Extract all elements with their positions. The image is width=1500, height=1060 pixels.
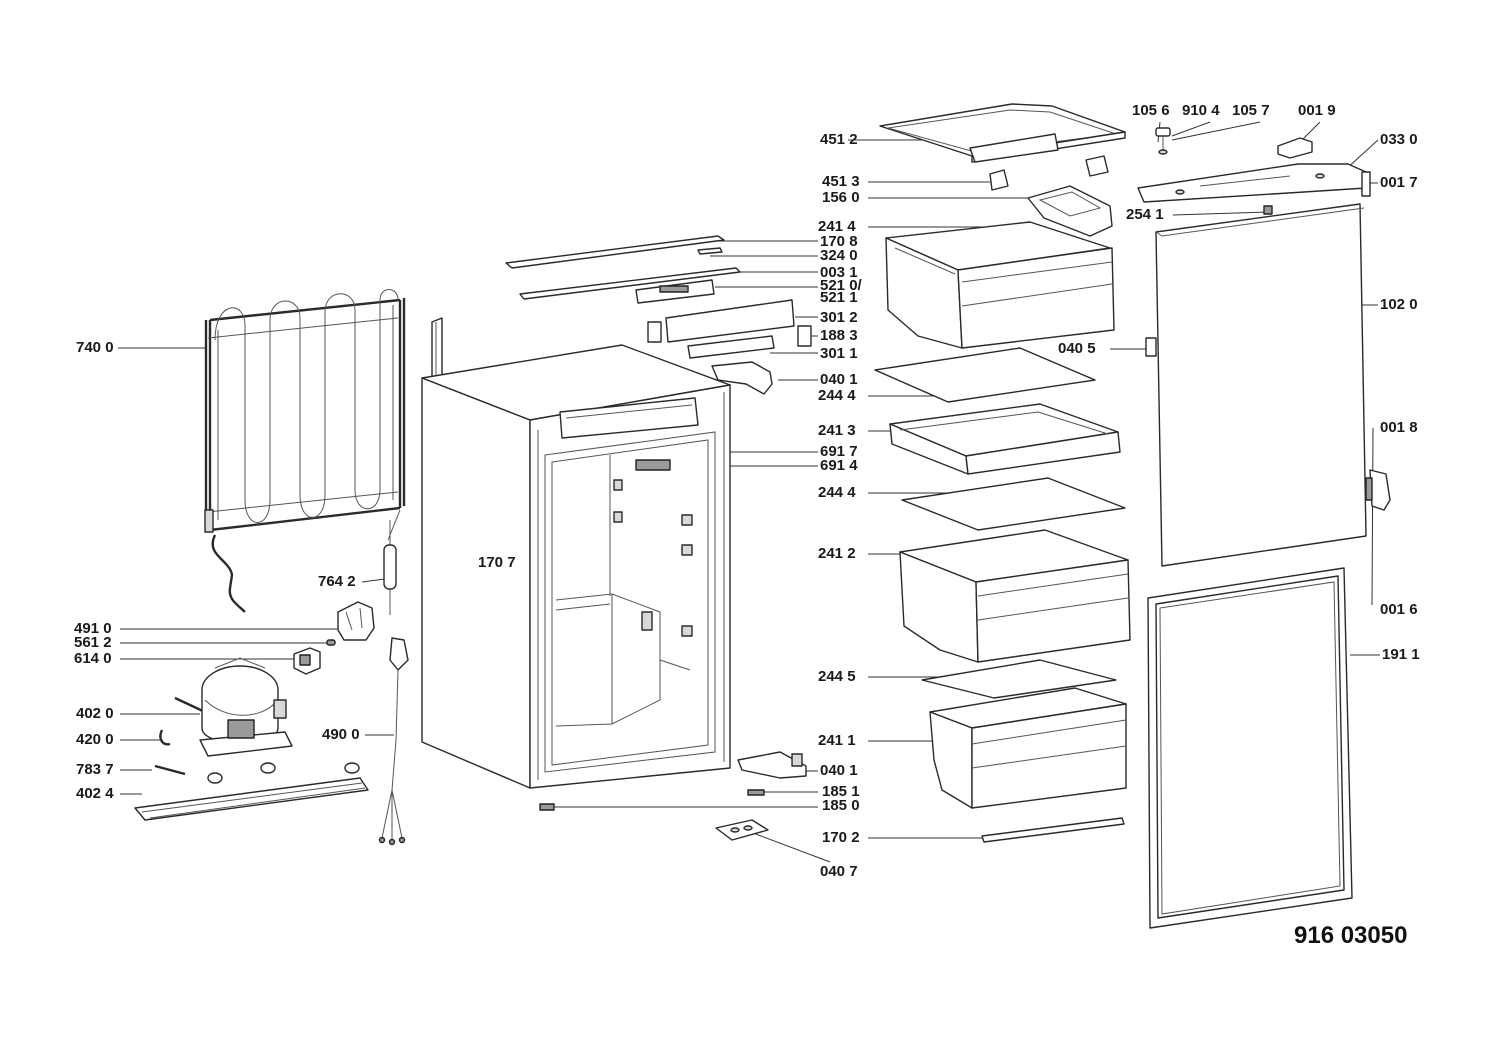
label-170-7: 170 7 — [478, 554, 516, 571]
label-614-0: 614 0 — [74, 650, 112, 667]
drawer-241-2 — [899, 529, 1131, 663]
label-561-2: 561 2 — [74, 634, 112, 651]
small-compressor-parts — [134, 729, 369, 821]
label-491-0: 491 0 — [74, 620, 112, 637]
label-105-7: 105 7 — [1232, 102, 1270, 119]
label-402-0: 402 0 — [76, 705, 114, 722]
label-040-1-bottom: 040 1 — [820, 762, 858, 779]
drawer-241-1 — [929, 687, 1127, 809]
label-490-0: 490 0 — [322, 726, 360, 743]
label-170-2: 170 2 — [822, 829, 860, 846]
label-301-2: 301 2 — [820, 309, 858, 326]
label-040-7: 040 7 — [820, 863, 858, 880]
glass-shelf-244-4-b — [901, 477, 1126, 531]
label-170-8: 170 8 — [820, 233, 858, 250]
label-040-1-top: 040 1 — [820, 371, 858, 388]
label-185-0: 185 0 — [822, 797, 860, 814]
label-001-6: 001 6 — [1380, 601, 1418, 618]
label-105-6: 105 6 — [1132, 102, 1170, 119]
label-241-3: 241 3 — [818, 422, 856, 439]
label-451-2: 451 2 — [820, 131, 858, 148]
label-420-0: 420 0 — [76, 731, 114, 748]
label-521-0: 521 0/ — [820, 277, 862, 294]
label-691-7: 691 7 — [820, 443, 858, 460]
label-241-2: 241 2 — [818, 545, 856, 562]
label-324-0: 324 0 — [820, 247, 858, 264]
top-cover — [879, 103, 1126, 237]
top-rails — [505, 235, 812, 395]
wiring-harness — [378, 637, 409, 846]
label-001-7: 001 7 — [1380, 174, 1418, 191]
label-764-2: 764 2 — [318, 573, 356, 590]
label-040-5: 040 5 — [1058, 340, 1096, 357]
condenser — [204, 289, 406, 613]
label-102-0: 102 0 — [1380, 296, 1418, 313]
label-521-1: 521 1 — [820, 289, 858, 306]
label-033-0: 033 0 — [1380, 131, 1418, 148]
label-191-1: 191 1 — [1382, 646, 1420, 663]
label-003-1: 003 1 — [820, 264, 858, 281]
drawer-241-3 — [889, 403, 1121, 475]
label-740-0: 740 0 — [76, 339, 114, 356]
compressor — [174, 657, 293, 757]
label-301-1: 301 1 — [820, 345, 858, 362]
label-691-4: 691 4 — [820, 457, 858, 474]
label-001-9: 001 9 — [1298, 102, 1336, 119]
label-783-7: 783 7 — [76, 761, 114, 778]
glass-shelf-244-5 — [921, 659, 1117, 699]
door-gasket — [1147, 567, 1353, 929]
label-244-4-top: 244 4 — [818, 387, 856, 404]
cabinet — [421, 344, 731, 789]
glass-shelf-244-4-a — [874, 347, 1096, 403]
label-241-4: 241 4 — [818, 218, 856, 235]
door-hardware — [1137, 127, 1391, 511]
document-number: 916 03050 — [1294, 922, 1408, 949]
bottom-parts — [539, 751, 807, 841]
door-panel — [1155, 203, 1367, 567]
label-254-1: 254 1 — [1126, 206, 1164, 223]
label-001-8: 001 8 — [1380, 419, 1418, 436]
filter-drier — [383, 520, 397, 615]
label-910-4: 910 4 — [1182, 102, 1220, 119]
drawer-241-4 — [885, 221, 1115, 349]
label-241-1: 241 1 — [818, 732, 856, 749]
label-244-4-mid: 244 4 — [818, 484, 856, 501]
bottom-strip — [981, 817, 1125, 843]
label-244-5: 244 5 — [818, 668, 856, 685]
label-451-3: 451 3 — [822, 173, 860, 190]
label-188-3: 188 3 — [820, 327, 858, 344]
label-156-0: 156 0 — [822, 189, 860, 206]
label-185-1: 185 1 — [822, 783, 860, 800]
label-402-4: 402 4 — [76, 785, 114, 802]
relay-parts — [293, 601, 375, 675]
